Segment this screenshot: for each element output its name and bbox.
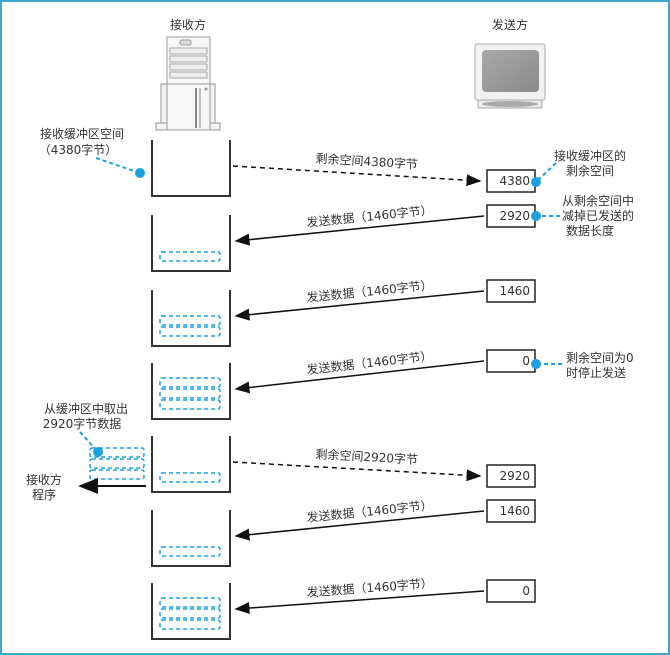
- receive-buffer: [151, 140, 231, 197]
- message-line: [234, 215, 485, 246]
- taken-out-segment: [89, 458, 145, 469]
- counter-value: 4380: [499, 174, 530, 188]
- counter-value: 2920: [499, 469, 530, 483]
- receive-buffer-callout: [95, 157, 145, 178]
- counter-value: 1460: [499, 284, 530, 298]
- message-label: 发送数据（1460字节）: [306, 277, 433, 305]
- buffer-outline: [151, 583, 231, 640]
- sender-window-counter: 0: [486, 349, 536, 373]
- sender-window-counter: 1460: [486, 499, 536, 523]
- message-label: 剩余空间2920字节: [315, 446, 418, 467]
- buffer-data-segment: [159, 472, 221, 483]
- subtract-label-3: 数据长度: [566, 223, 614, 238]
- buffer-data-segment: [159, 388, 221, 399]
- receive-buffer: [151, 290, 231, 347]
- subtract-label-1: 从剩余空间中: [562, 193, 634, 208]
- taken-out-segment: [89, 447, 145, 458]
- taken-out-segment: [89, 469, 145, 480]
- message-arrow: 剩余空间4380字节: [232, 150, 482, 187]
- receive-buffer-label: 接收缓冲区空间: [40, 126, 124, 141]
- sender-window-counter: 2920: [486, 464, 536, 488]
- message-label: 剩余空间4380字节: [315, 150, 418, 171]
- stop-send-label-1: 剩余空间为0: [566, 350, 634, 365]
- buffer-outline: [151, 290, 231, 347]
- buffer-outline: [151, 363, 231, 420]
- counter-value: 1460: [499, 504, 530, 518]
- buffer-data-segment: [159, 326, 221, 337]
- message-line: [234, 590, 485, 615]
- callout-dot: [93, 447, 103, 457]
- buffer-data-segment: [159, 315, 221, 326]
- receiver-title: 接收方: [170, 17, 206, 32]
- message-arrow: 发送数据（1460字节）: [234, 497, 485, 541]
- buffer-data-segment: [159, 597, 221, 608]
- message-line: [234, 360, 485, 394]
- take-out-label-1: 从缓冲区中取出: [44, 401, 128, 416]
- subtract-label-2: 减掉已发送的: [562, 208, 634, 223]
- counter-box: [486, 464, 536, 488]
- message-line: [232, 461, 482, 482]
- buffer-outline: [151, 436, 231, 493]
- message-label: 发送数据（1460字节）: [306, 202, 433, 230]
- receive-buffer: [151, 583, 231, 640]
- sender-window-counter: 0: [486, 579, 536, 603]
- sender-window-counter: 1460: [486, 279, 536, 303]
- remaining-space-label-1: 接收缓冲区的: [554, 148, 626, 163]
- subtract-callout: [531, 211, 560, 221]
- message-arrow: 发送数据（1460字节）: [234, 202, 485, 246]
- message-line: [234, 290, 485, 321]
- message-arrow: 发送数据（1460字节）: [234, 348, 485, 394]
- stop-send-label-2: 时停止发送: [566, 365, 626, 380]
- message-arrow: 发送数据（1460字节）: [234, 575, 485, 615]
- taken-out-data: [89, 447, 145, 480]
- counter-box: [486, 579, 536, 603]
- message-line: [232, 165, 482, 187]
- sender-title: 发送方: [492, 17, 528, 32]
- callout-dot: [531, 359, 541, 369]
- callout-dot: [135, 168, 145, 178]
- callout-leader: [95, 157, 141, 174]
- buffer-outline: [151, 215, 231, 272]
- counter-box: [486, 279, 536, 303]
- counter-value: 0: [522, 584, 530, 598]
- server-icon: [155, 36, 221, 131]
- counter-value: 2920: [499, 209, 530, 223]
- counter-box: [486, 499, 536, 523]
- counter-value: 0: [522, 354, 530, 368]
- message-label: 发送数据（1460字节）: [306, 348, 433, 377]
- buffer-data-segment: [159, 251, 221, 262]
- receiver-app-label-2: 程序: [32, 487, 56, 502]
- buffer-data-segment: [159, 619, 221, 630]
- buffer-outline: [151, 140, 231, 197]
- receive-buffer-size-label: （4380字节）: [39, 142, 118, 157]
- message-label: 发送数据（1460字节）: [306, 497, 433, 525]
- stop-send-callout: [531, 359, 562, 369]
- buffer-data-segment: [159, 546, 221, 557]
- message-arrow: 剩余空间2920字节: [232, 446, 482, 482]
- receive-buffer: [151, 510, 231, 567]
- remaining-space-label-2: 剩余空间: [566, 163, 614, 178]
- buffer-outline: [151, 510, 231, 567]
- take-out-label-2: 2920字节数据: [43, 416, 122, 431]
- take-out-callout: [79, 431, 103, 457]
- monitor-icon: [474, 43, 546, 109]
- receive-buffer: [151, 215, 231, 272]
- buffer-data-segment: [159, 608, 221, 619]
- message-arrow: 发送数据（1460字节）: [234, 277, 485, 321]
- receive-buffer: [151, 436, 231, 493]
- sender-window-counter: 2920: [486, 204, 536, 228]
- message-line: [234, 510, 485, 541]
- receive-buffer: [151, 363, 231, 420]
- buffer-data-segment: [159, 399, 221, 410]
- buffer-data-segment: [159, 377, 221, 388]
- receiver-app-label-1: 接收方: [26, 472, 62, 487]
- callout-dot: [531, 177, 541, 187]
- sender-window-counter: 4380: [486, 169, 536, 193]
- remaining-space-callout: [531, 162, 557, 187]
- callout-dot: [531, 211, 541, 221]
